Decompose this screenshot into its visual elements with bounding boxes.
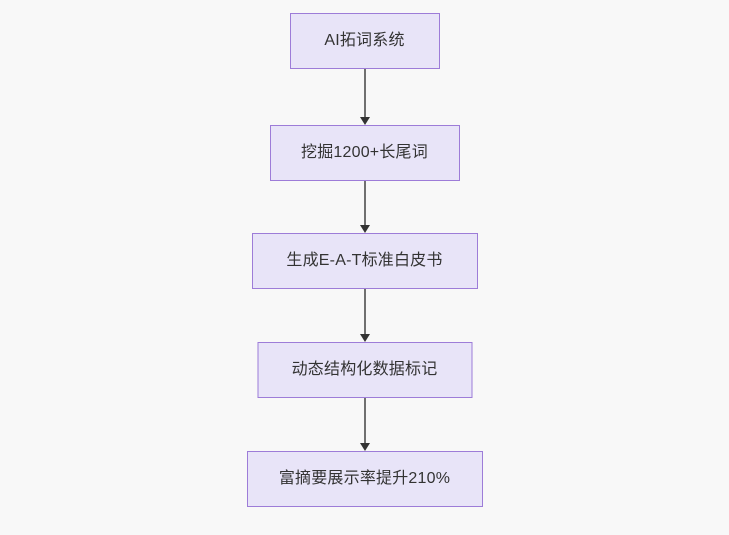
flowchart-edge-4-5 — [363, 398, 366, 443]
flowchart-node-4-label: 动态结构化数据标记 — [291, 361, 438, 379]
down-arrow-icon-2 — [359, 225, 370, 233]
flowchart-edge-3-4 — [363, 289, 366, 334]
down-arrow-icon-1 — [359, 117, 370, 125]
flowchart-node-2-label: 挖掘1200+长尾词 — [301, 144, 428, 162]
flowchart-node-4[interactable]: 动态结构化数据标记 — [257, 342, 472, 398]
flowchart-node-5-label: 富摘要展示率提升210% — [278, 470, 451, 488]
flowchart-node-1[interactable]: AI拓词系统 — [289, 13, 440, 69]
flowchart-node-2[interactable]: 挖掘1200+长尾词 — [269, 125, 460, 181]
flowchart-edge-2-3 — [363, 181, 366, 225]
flowchart-node-3-label: 生成E-A-T标准白皮书 — [286, 252, 443, 270]
flowchart-node-5[interactable]: 富摘要展示率提升210% — [246, 451, 483, 507]
flowchart-node-3[interactable]: 生成E-A-T标准白皮书 — [251, 233, 478, 289]
flowchart-node-1-label: AI拓词系统 — [324, 32, 405, 50]
flowchart-edge-1-2 — [363, 69, 366, 117]
down-arrow-icon-4 — [359, 443, 370, 451]
down-arrow-icon-3 — [359, 334, 370, 342]
